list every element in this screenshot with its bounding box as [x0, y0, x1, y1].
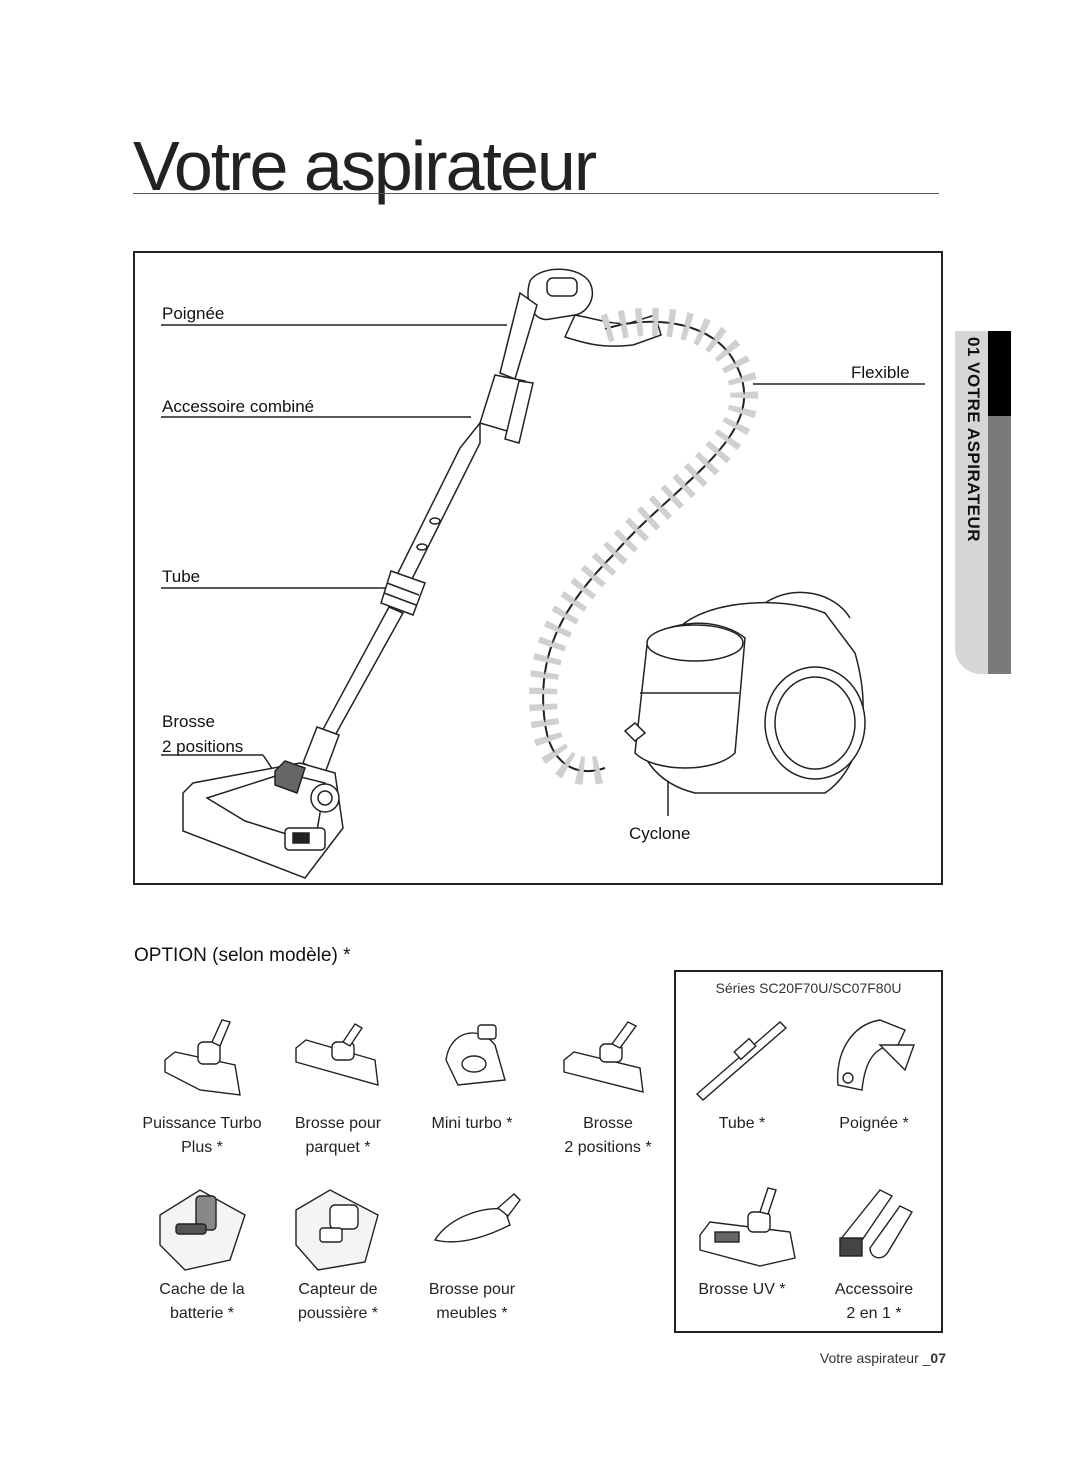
vacuum-diagram-box: Poignée Accessoire combiné Tube Brosse 2…	[133, 251, 943, 885]
uv-brush-icon	[699, 1187, 796, 1267]
accessory-label-brush-line1: Brosse	[583, 1115, 633, 1132]
accessory-label-uv-brush: Brosse UV *	[698, 1281, 786, 1298]
label-cyclone: Cyclone	[629, 824, 691, 843]
furniture-brush-icon	[433, 1193, 521, 1243]
accessory-label-furniture-line1: Brosse pour	[428, 1281, 516, 1298]
brush-wheel	[310, 783, 340, 813]
chapter-tab-label: 01 VOTRE ASPIRATEUR	[964, 337, 983, 543]
side-tab-gray-marker	[988, 416, 1011, 674]
footer-section-text: Votre aspirateur _	[819, 1350, 931, 1366]
accessory-label-furniture-line2: meubles *	[436, 1305, 508, 1322]
label-hose: Flexible	[851, 363, 910, 382]
accessory-label-battery-line2: batterie *	[169, 1305, 235, 1322]
floor-brush-icon	[295, 1023, 379, 1086]
accessory-label-battery-line1: Cache de la	[159, 1281, 245, 1298]
title-rule	[133, 193, 939, 194]
label-handle: Poignée	[162, 304, 225, 323]
accessory-label-turbo-line1: Puissance Turbo	[142, 1115, 262, 1132]
accessory-label-brush-line2: 2 positions *	[564, 1139, 652, 1156]
page-number: 07	[930, 1350, 946, 1366]
accessory-label-dust-line2: poussière *	[297, 1305, 379, 1322]
accessory-label-tube: Tube *	[718, 1115, 766, 1132]
two-in-one-accessory-icon	[838, 1189, 913, 1259]
option-heading: OPTION (selon modèle) *	[134, 945, 351, 966]
label-brush-line2: 2 positions	[162, 737, 244, 756]
page-title: Votre aspirateur	[133, 127, 597, 205]
series-box: Séries SC20F70U/SC07F80U	[674, 970, 943, 1333]
vacuum-cleaner-illustration	[161, 268, 925, 879]
side-tab-background	[955, 331, 991, 674]
accessory-label-turbo-line2: Plus *	[181, 1139, 223, 1156]
label-tube: Tube	[162, 567, 201, 586]
accessory-label-dust-line1: Capteur de	[298, 1281, 378, 1298]
page-footer: Votre aspirateur _07	[820, 1350, 946, 1366]
handle-grip-opening	[546, 277, 578, 297]
turbo-brush-icon	[164, 1019, 241, 1096]
tube-icon	[695, 1021, 788, 1101]
accessory-label-floor-line2: parquet *	[305, 1139, 371, 1156]
combo-accessory-clip	[504, 380, 534, 444]
accessory-label-two-in-one-line2: 2 en 1 *	[846, 1305, 902, 1322]
handle-icon	[836, 1019, 915, 1091]
accessory-label-floor-line1: Brosse pour	[294, 1115, 382, 1132]
accessory-label-mini-turbo: Mini turbo *	[431, 1115, 513, 1132]
series-label: Séries SC20F70U/SC07F80U	[715, 980, 902, 996]
dust-sensor-icon	[295, 1189, 379, 1271]
accessory-label-handle: Poignée *	[839, 1115, 909, 1132]
label-combo-accessory: Accessoire combiné	[162, 397, 315, 416]
two-position-brush-icon	[563, 1021, 644, 1093]
canister-wheel	[764, 666, 866, 780]
battery-cover-icon	[159, 1189, 246, 1271]
mini-turbo-icon	[445, 1024, 506, 1086]
label-brush-line1: Brosse	[162, 712, 215, 731]
accessory-label-two-in-one-line1: Accessoire	[834, 1281, 914, 1298]
side-tab-black-marker	[988, 331, 1011, 416]
